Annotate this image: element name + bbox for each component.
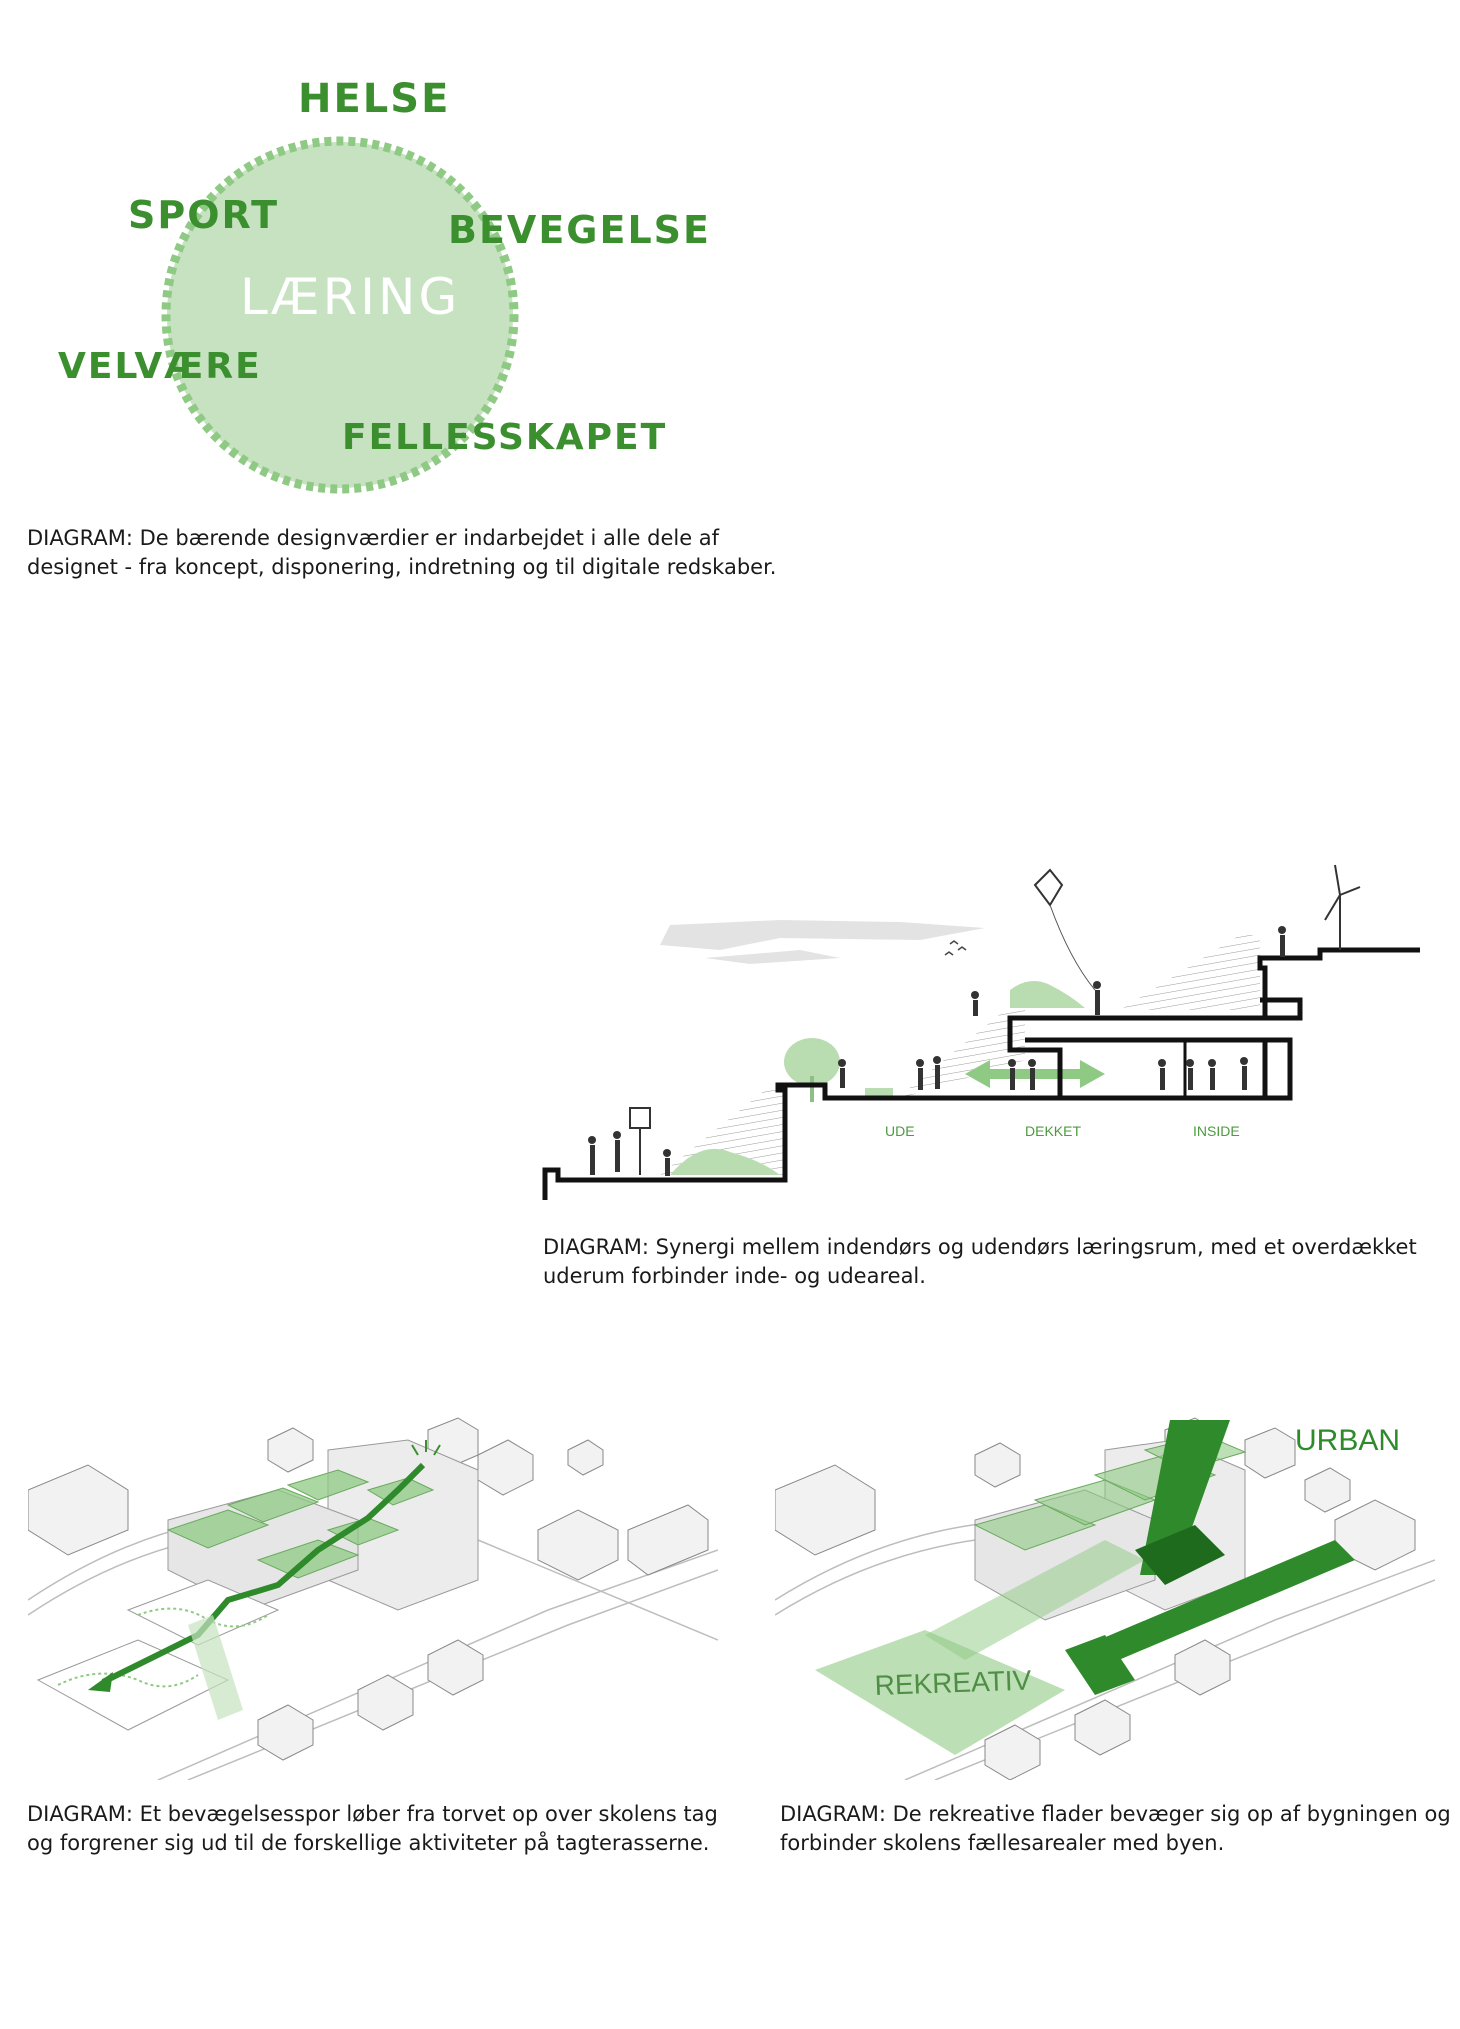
green-mound-upper [1010,981,1085,1008]
urban-band-junction [1135,1525,1225,1585]
caption-values-line-1: DIAGRAM: De bærende designværdier er ind… [27,526,720,550]
label-urban: URBAN [1295,1424,1400,1457]
word-helse: HELSE [298,76,451,122]
light-beam [188,1615,243,1720]
section-outline [542,947,1420,1200]
values-circle-dashed-border [161,136,519,494]
zone-label-ude: UDE [885,1123,915,1139]
urban-band-lower [1065,1635,1135,1695]
caption-section-line-1: DIAGRAM: Synergi mellem indendørs og ude… [543,1235,1417,1259]
caption-section-line-2: uderum forbinder inde- og udeareal. [543,1264,926,1288]
wind-turbine-blade [1324,894,1341,921]
birds-icon [944,940,967,956]
movement-arrow-head [88,1672,113,1692]
caption-movement: DIAGRAM: Et bevægelsesspor løber fra tor… [27,1800,718,1858]
inside-box-outline [1265,1037,1293,1101]
urban-band-diagonal [1075,1540,1355,1670]
green-ramp [925,1540,1145,1660]
caption-urban-line-2: forbinder skolens fællesarealer med byen… [780,1831,1225,1855]
tree-canopy [784,1038,840,1086]
upper-terrace-outline [1260,997,1268,1018]
caption-movement-line-2: og forgrener sig ud til de forskellige a… [27,1831,710,1855]
caption-values-line-2: designet - fra koncept, disponering, ind… [27,555,777,579]
caption-values: DIAGRAM: De bærende designværdier er ind… [27,524,776,582]
cloud-shape [660,920,985,950]
people-silhouettes [588,926,1286,1176]
deck-outline [1025,1037,1268,1101]
basketball-hoop-icon [629,1107,651,1129]
slope-upper [1120,935,1260,1010]
caption-urban: DIAGRAM: De rekreative flader bevæger si… [780,1800,1451,1858]
tree-trunk [810,1076,814,1102]
neighbour-houses [775,1417,1416,1780]
slope-lower [660,1090,785,1175]
highlight-marks [411,1440,441,1456]
word-bevegelse: BEVEGELSE [448,208,711,252]
section-diagram-graphic: UDE DEKKET INSIDE [542,864,1420,1200]
word-velvaere: VELVÆRE [58,346,262,387]
wind-turbine-blade [1334,864,1341,896]
urban-diagram-graphic: URBAN REKREATIV [775,1417,1435,1780]
word-sport: SPORT [128,193,279,237]
label-rekreativ: REKREATIV [874,1665,1032,1701]
urban-band-vertical [1140,1420,1230,1575]
word-fellesskapet: FELLESSKAPET [342,417,668,458]
kite-icon [1033,868,1064,907]
kite-string [1049,904,1096,991]
zone-label-dekket: DEKKET [1025,1123,1081,1139]
zone-label-inside: INSIDE [1193,1123,1240,1139]
green-mound-lower [670,1148,780,1175]
caption-movement-line-1: DIAGRAM: Et bevægelsesspor løber fra tor… [27,1802,718,1826]
movement-diagram-graphic [28,1417,718,1780]
recreational-field [815,1630,1065,1755]
cloud-shape-small [705,950,840,964]
wind-turbine-blade [1339,886,1361,896]
neighbour-houses [28,1417,709,1761]
values-circle-fill [167,142,513,488]
values-circle-graphic [161,136,519,494]
caption-section: DIAGRAM: Synergi mellem indendørs og ude… [543,1233,1417,1291]
slope-middle [895,1010,1025,1100]
caption-urban-line-1: DIAGRAM: De rekreative flader bevæger si… [780,1802,1451,1826]
word-laering-center: LÆRING [240,268,461,326]
